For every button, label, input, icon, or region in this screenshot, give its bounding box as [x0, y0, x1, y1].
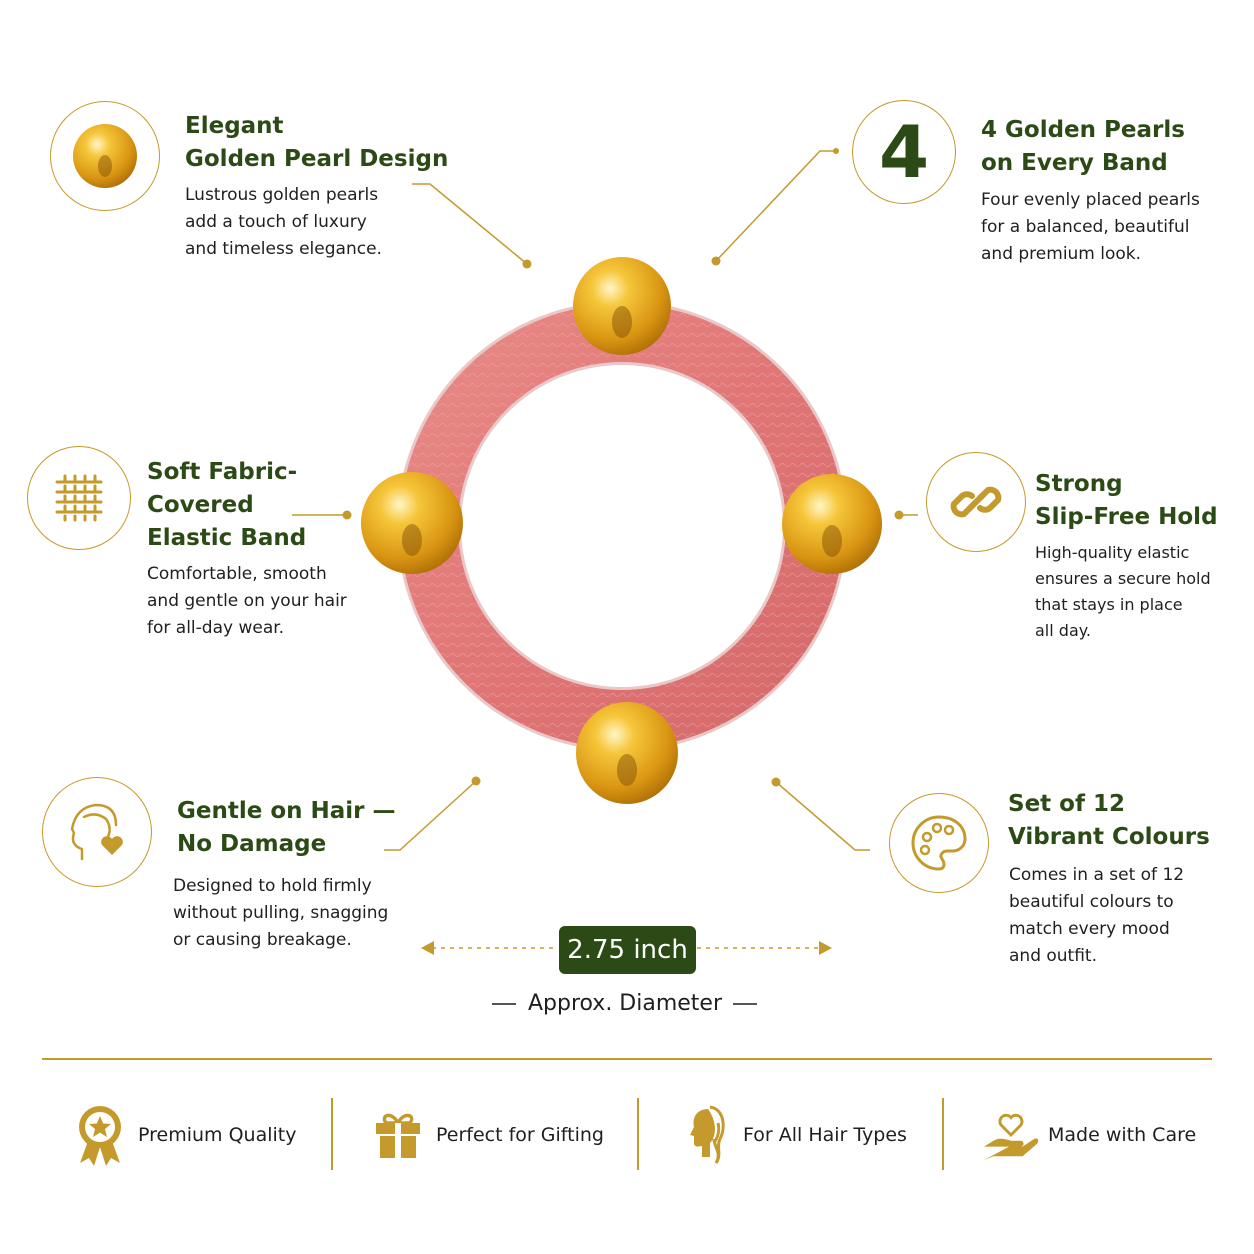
- woven-fabric-icon: [55, 474, 103, 522]
- gentle-hair-badge: [42, 777, 152, 887]
- pearl-design-badge: [50, 101, 160, 211]
- palette-icon: [911, 815, 967, 871]
- head-heart-icon: [70, 803, 123, 861]
- pearl-top: [573, 257, 671, 355]
- woman-hair-icon: [675, 1103, 735, 1167]
- footer-label-premium-quality: Premium Quality: [138, 1124, 297, 1146]
- colours-badge: [889, 793, 989, 893]
- gift-box-icon: [368, 1103, 428, 1167]
- chain-link-icon: [950, 486, 1002, 518]
- fabric-band-badge: [27, 446, 131, 550]
- footer-separator: [331, 1098, 333, 1170]
- footer-divider: [42, 1058, 1212, 1060]
- colours-title: Set of 12 Vibrant Colours: [1008, 791, 1210, 850]
- gentle-hair-title: Gentle on Hair — No Damage: [177, 798, 396, 857]
- footer-for-all-hair-types: For All Hair Types: [675, 1095, 907, 1175]
- pearl-design-title: Elegant Golden Pearl Design: [185, 113, 449, 172]
- colours-desc: Comes in a set of 12 beautiful colours t…: [1009, 865, 1185, 966]
- pearl-bottom: [576, 702, 678, 804]
- footer-separator: [637, 1098, 639, 1170]
- slip-free-badge: [926, 452, 1026, 552]
- footer-label-made-with-care: Made with Care: [1048, 1124, 1197, 1146]
- footer-perfect-for-gifting: Perfect for Gifting: [368, 1095, 604, 1175]
- award-ribbon-icon: [70, 1103, 130, 1167]
- gentle-hair-desc: Designed to hold firmly without pulling,…: [173, 876, 389, 950]
- hair-tie-illustration: [361, 257, 882, 804]
- pearl-right: [782, 474, 882, 574]
- slip-free-title: Strong Slip-Free Hold: [1035, 471, 1218, 530]
- pearl-left: [361, 472, 463, 574]
- fabric-band-desc: Comfortable, smooth and gentle on your h…: [147, 564, 347, 638]
- fabric-band-title: Soft Fabric- Covered Elastic Band: [147, 459, 307, 551]
- footer-premium-quality: Premium Quality: [70, 1095, 296, 1175]
- pearl-count-badge: 4: [852, 100, 956, 204]
- heart-hand-icon: [980, 1103, 1040, 1167]
- golden-pearl-icon: [73, 124, 137, 188]
- golden-pearls-desc: Four evenly placed pearls for a balanced…: [981, 190, 1200, 264]
- pearl-count-number: 4: [878, 110, 930, 194]
- golden-pearls-title: 4 Golden Pearls on Every Band: [981, 117, 1185, 176]
- footer-made-with-care: Made with Care: [980, 1095, 1196, 1175]
- footer-label-for-all-hair-types: For All Hair Types: [743, 1124, 907, 1146]
- slip-free-desc: High-quality elastic ensures a secure ho…: [1035, 543, 1211, 640]
- pearl-design-desc: Lustrous golden pearls add a touch of lu…: [185, 185, 382, 259]
- diameter-label: Approx. Diameter: [527, 991, 723, 1016]
- diameter-value-badge: 2.75 inch: [559, 926, 696, 974]
- footer-separator: [942, 1098, 944, 1170]
- footer-label-perfect-for-gifting: Perfect for Gifting: [436, 1124, 604, 1146]
